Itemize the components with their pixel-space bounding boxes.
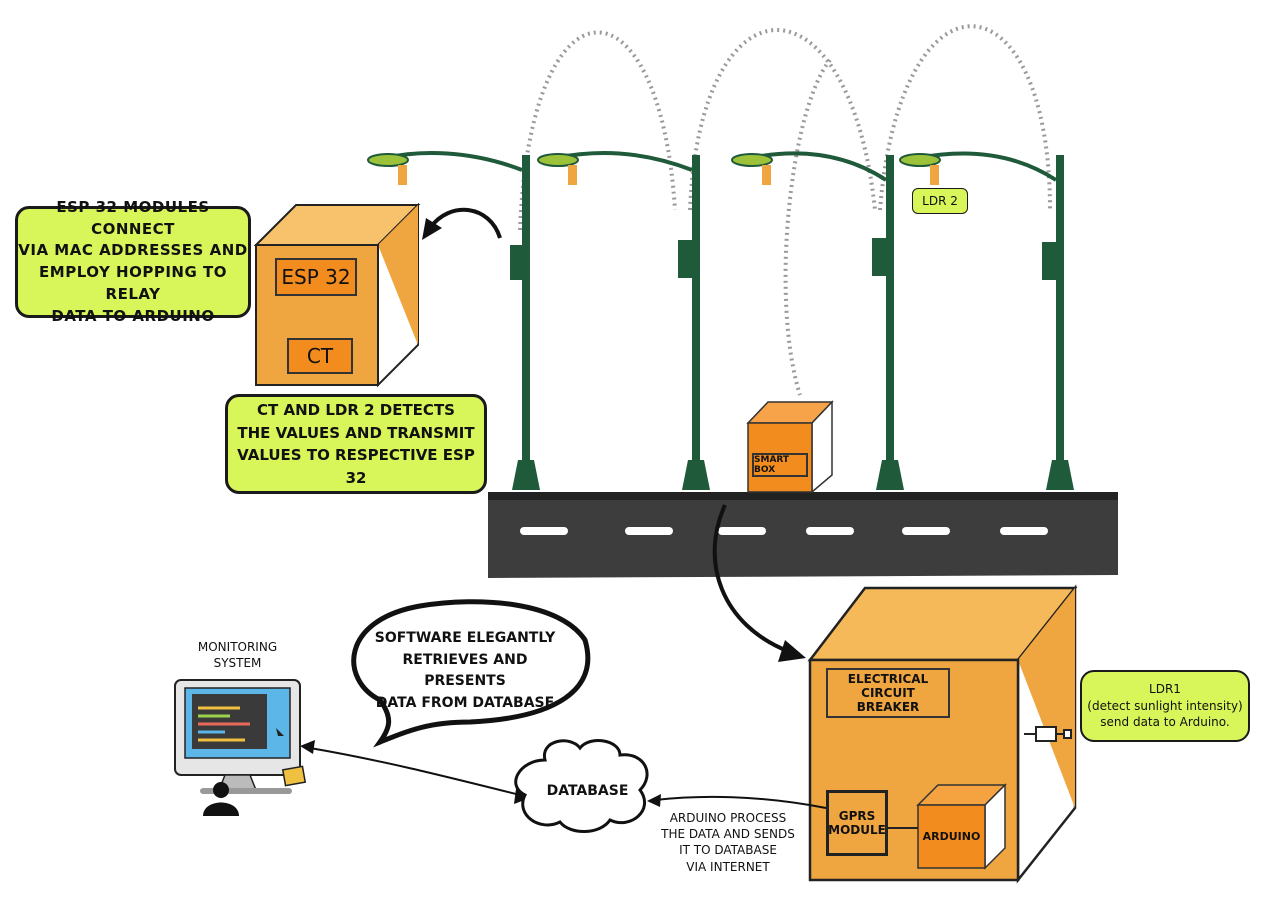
user-icon xyxy=(203,782,239,816)
database-label: DATABASE xyxy=(546,783,629,799)
monitor-icon xyxy=(174,679,307,794)
arrow-arduino-to-database xyxy=(654,795,827,809)
circuit-breaker-label: ELECTRICAL CIRCUIT BREAKER xyxy=(826,668,950,718)
street-lamp-1 xyxy=(367,151,540,490)
arrow-database-head xyxy=(514,789,530,804)
callout-ldr1: LDR1 (detect sunlight intensity) send da… xyxy=(1080,670,1250,742)
monitoring-system-title: MONITORING SYSTEM xyxy=(197,640,278,670)
arrow-to-control-box-head xyxy=(778,640,806,662)
callout-ct-ldr2-text: CT AND LDR 2 DETECTS THE VALUES AND TRAN… xyxy=(237,401,475,487)
street-lamps xyxy=(367,151,1074,490)
smart-box-label: SMART BOX xyxy=(752,453,808,477)
street-lamp-3 xyxy=(731,151,904,490)
arrow-database-to-monitor xyxy=(309,747,521,796)
ldr2-tag: LDR 2 xyxy=(912,188,968,214)
callout-esp-hopping-text: ESP 32 MODULES CONNECT VIA MAC ADDRESSES… xyxy=(18,197,248,325)
esp32-label-box: ESP 32 xyxy=(275,258,357,296)
arrow-monitor-head xyxy=(300,740,315,754)
speech-bubble-text: SOFTWARE ELEGANTLY RETRIEVES AND PRESENT… xyxy=(374,630,556,712)
arrow-to-control-box xyxy=(712,504,791,654)
arduino-process-note: ARDUINO PROCESS THE DATA AND SENDS IT TO… xyxy=(661,811,795,874)
arrow-arduino-to-database-head xyxy=(647,794,661,807)
ldr2-tag-text: LDR 2 xyxy=(922,194,958,208)
wifi-hop-arcs xyxy=(518,24,1052,396)
ct-label-box: CT xyxy=(287,338,353,374)
speech-bubble xyxy=(351,599,591,748)
ldr1-sensor-icon xyxy=(1024,726,1072,742)
arduino-label: ARDUINO xyxy=(922,830,981,843)
gprs-module-label: GPRS MODULE xyxy=(826,790,888,856)
database-cloud xyxy=(514,739,649,833)
arrow-to-esp-head xyxy=(422,218,442,240)
road xyxy=(488,492,1118,578)
street-lamp-2 xyxy=(537,151,710,490)
callout-esp-hopping: ESP 32 MODULES CONNECT VIA MAC ADDRESSES… xyxy=(15,198,251,325)
arrows xyxy=(300,207,827,809)
arrow-to-esp xyxy=(428,207,502,239)
callout-ldr1-text: LDR1 (detect sunlight intensity) send da… xyxy=(1087,681,1243,730)
smart-box xyxy=(746,400,834,494)
callout-ct-ldr2: CT AND LDR 2 DETECTS THE VALUES AND TRAN… xyxy=(225,394,487,494)
street-lamp-4 xyxy=(899,151,1074,490)
